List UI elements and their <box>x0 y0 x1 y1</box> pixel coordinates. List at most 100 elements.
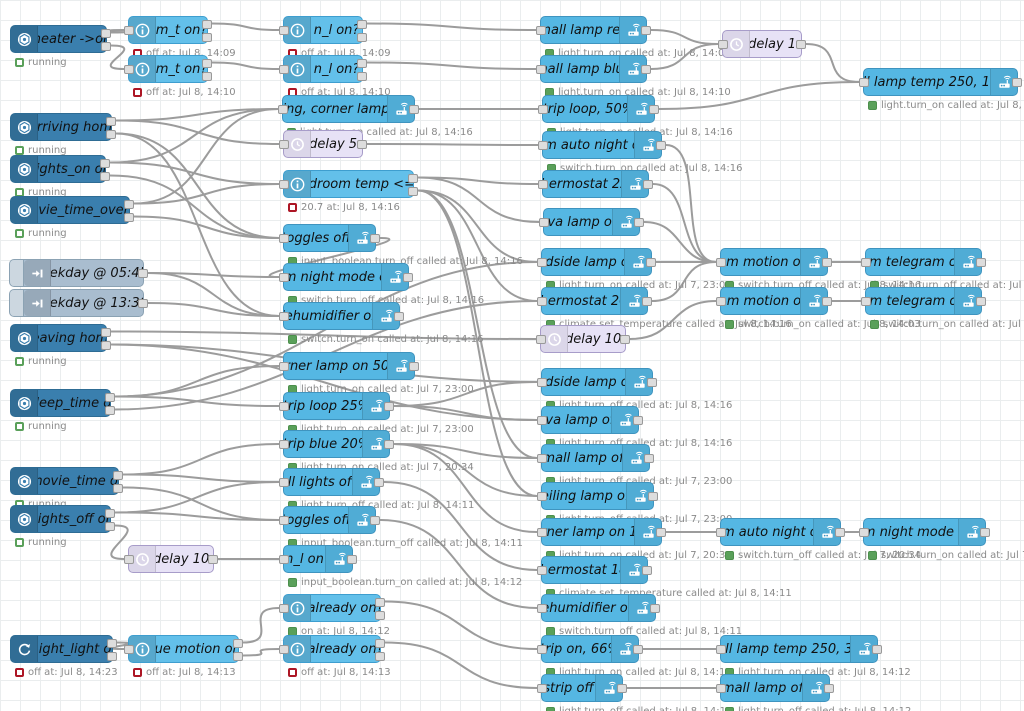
output-port-1[interactable] <box>124 213 134 222</box>
output-port-1[interactable] <box>408 187 418 196</box>
output-port-0[interactable] <box>106 117 116 126</box>
input-port[interactable] <box>279 440 289 449</box>
output-port-0[interactable] <box>409 105 419 114</box>
output-port-0[interactable] <box>374 478 384 487</box>
output-port-0[interactable] <box>976 297 986 306</box>
output-port-0[interactable] <box>100 159 110 168</box>
wire-movie_time-to-toggles_off_2[interactable] <box>122 486 280 521</box>
node-mt1[interactable]: m_t on?off at: Jul 8, 14:09 <box>124 16 236 59</box>
input-port[interactable] <box>716 297 726 306</box>
input-port[interactable] <box>538 105 548 114</box>
wire-arriving-to-dehumidifier_on[interactable] <box>115 132 280 317</box>
wire-weekday_0545-to-cam_night_mode_off[interactable] <box>147 272 280 278</box>
output-port-1[interactable] <box>106 130 116 139</box>
input-port[interactable] <box>124 555 134 564</box>
output-port-0[interactable] <box>105 393 115 402</box>
input-port[interactable] <box>537 454 547 463</box>
input-port[interactable] <box>537 258 547 267</box>
output-port-1[interactable] <box>357 33 367 42</box>
output-port-0[interactable] <box>980 528 990 537</box>
node-cam_auto_night_off[interactable]: cam auto night offswitch.turn_off called… <box>716 518 921 561</box>
wire-already_2-to-strip_off[interactable] <box>384 641 538 689</box>
node-weekday_1330[interactable]: weekday @ 13:30 ↻ <box>9 289 148 317</box>
output-port-0[interactable] <box>822 258 832 267</box>
input-port[interactable] <box>536 26 546 35</box>
wire-leaving-to-lava_lamp_off[interactable] <box>110 343 538 421</box>
output-port-1[interactable] <box>101 42 111 51</box>
node-thermostat_20[interactable]: thermostat 20climate.set_temperature cal… <box>537 287 792 330</box>
input-port[interactable] <box>279 26 289 35</box>
node-weekday_0545[interactable]: weekday @ 05:45 ↻ <box>9 259 148 287</box>
wire-lights_on-to-ceiling_corner[interactable] <box>109 108 279 164</box>
output-port-1[interactable] <box>202 72 212 81</box>
input-port[interactable] <box>537 297 547 306</box>
wire-strip_blue-to-ceiling_lamp_off[interactable] <box>393 443 538 497</box>
output-port-0[interactable] <box>409 362 419 371</box>
wire-toggles_off_2-to-dehumidifier_off[interactable] <box>379 519 538 609</box>
wire-lights_on-to-bedroom_temp[interactable] <box>109 161 280 185</box>
output-port-0[interactable] <box>394 312 404 321</box>
wire-strip_loop_25-to-lava_lamp_off[interactable] <box>393 405 538 421</box>
node-arriving[interactable]: arriving homerunning <box>10 113 116 156</box>
wire-mt1-to-nl1[interactable] <box>211 22 280 31</box>
node-delay_10s_1[interactable]: delay 10s <box>536 325 630 353</box>
output-port-1[interactable] <box>105 406 115 415</box>
output-port-1[interactable] <box>101 341 111 350</box>
input-port[interactable] <box>861 258 871 267</box>
output-port-0[interactable] <box>835 528 845 537</box>
output-port-1[interactable] <box>113 484 123 493</box>
node-bedside_lamp_off[interactable]: bedside lamp offlight.turn_off called at… <box>537 368 732 411</box>
output-port-1[interactable] <box>107 652 117 661</box>
node-nl2[interactable]: n_l on?off at: Jul 8, 14:10 <box>279 55 391 98</box>
output-port-0[interactable] <box>113 471 123 480</box>
wire-cam_auto_night_on-to-cam_motion_off[interactable] <box>665 144 717 263</box>
output-port-0[interactable] <box>650 604 660 613</box>
wire-arriving-to-ceiling_corner[interactable] <box>115 108 279 122</box>
output-port-0[interactable] <box>101 328 111 337</box>
wire-all_lights_off-to-thermostat_18[interactable] <box>383 481 538 571</box>
output-port-0[interactable] <box>634 218 644 227</box>
node-mt2[interactable]: m_t on?off at: Jul 8, 14:10 <box>124 55 236 98</box>
node-small_lamp_off_1[interactable]: small lamp offlight.turn_off called at: … <box>537 444 732 487</box>
input-port[interactable] <box>537 492 547 501</box>
node-night_light[interactable]: night_light onoff at: Jul 8, 14:23 <box>10 635 118 678</box>
wire-mt2-to-nl2[interactable] <box>211 61 280 70</box>
wire-strip_loop_25-to-bedside_lamp_off[interactable] <box>393 381 538 407</box>
node-all_lights_off[interactable]: all lights offlight.turn_off called at: … <box>279 468 474 511</box>
wire-movie_time_over-to-ceiling_corner[interactable] <box>133 108 279 205</box>
wire-movie_time-to-strip_blue[interactable] <box>122 443 280 476</box>
wire-movie_time_over-to-bedroom_temp[interactable] <box>133 183 280 205</box>
wire-delay_5s-to-cam_auto_night_on[interactable] <box>366 143 539 146</box>
input-port[interactable] <box>124 65 134 74</box>
output-port-0[interactable] <box>384 402 394 411</box>
node-strip_loop_25[interactable]: strip loop 25%light.turn_on called at: J… <box>279 392 474 435</box>
output-port-0[interactable] <box>375 598 385 607</box>
output-port-0[interactable] <box>138 299 148 308</box>
input-port[interactable] <box>279 478 289 487</box>
output-port-0[interactable] <box>208 555 218 564</box>
input-port[interactable] <box>279 516 289 525</box>
output-port-0[interactable] <box>647 378 657 387</box>
input-port[interactable] <box>716 528 726 537</box>
input-port[interactable] <box>279 555 289 564</box>
output-port-0[interactable] <box>233 639 243 648</box>
node-already_2[interactable]: already on?off at: Jul 8, 14:13 <box>279 635 391 678</box>
node-strip_blue[interactable]: strip blue 20%light.turn_on called at: J… <box>279 430 474 473</box>
wire-delay_10s_1-to-cam_motion_on[interactable] <box>629 300 717 340</box>
input-port[interactable] <box>279 362 289 371</box>
wire-delay_1s-to-lamp_temp_100[interactable] <box>805 43 860 83</box>
input-port[interactable] <box>279 273 289 282</box>
output-port-0[interactable] <box>403 273 413 282</box>
output-port-1[interactable] <box>105 522 115 531</box>
wire-already_1-to-strip_66[interactable] <box>384 600 538 650</box>
output-port-0[interactable] <box>138 269 148 278</box>
output-port-0[interactable] <box>796 40 806 49</box>
wire-strip_blue-to-small_lamp_off_1[interactable] <box>393 443 538 459</box>
